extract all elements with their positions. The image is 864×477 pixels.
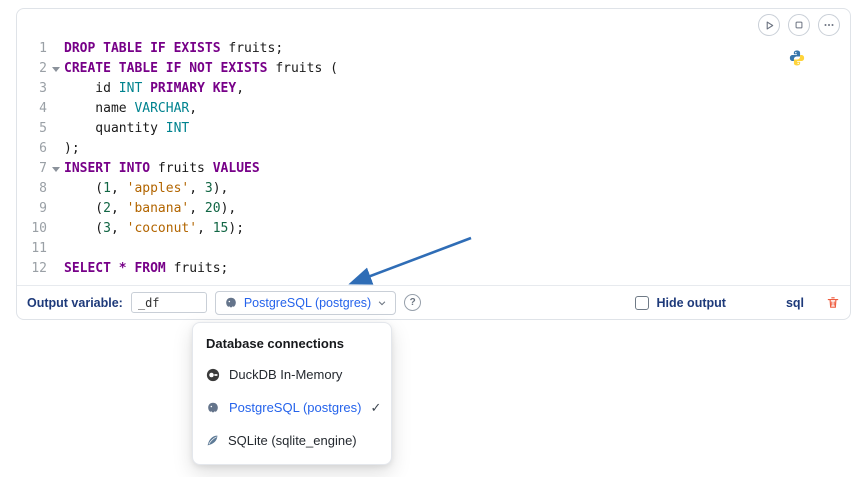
sql-cell: 1 DROP TABLE IF EXISTS fruits; 2 CREATE TAB… [16,8,851,320]
code-line: 8 (1, 'apples', 3), [17,179,850,199]
sqlite-icon [206,434,219,447]
fold-spacer [47,199,64,219]
line-number: 9 [39,201,47,216]
connection-label: PostgreSQL (postgres) [243,295,372,310]
code-line: 12 SELECT * FROM fruits; [17,259,850,279]
postgres-elephant-icon [224,296,238,310]
menu-item-postgresql[interactable]: PostgreSQL (postgres) ✓ [193,391,391,424]
code-line: 4 name VARCHAR, [17,99,850,119]
fold-spacer [47,39,64,59]
ellipsis-icon [823,19,835,31]
connection-dropdown-button[interactable]: PostgreSQL (postgres) [214,290,397,315]
fold-toggle-icon[interactable] [47,159,64,179]
line-number: 11 [31,241,47,256]
hide-output-checkbox[interactable] [634,295,649,310]
menu-item-label: SQLite (sqlite_engine) [228,433,357,448]
stop-icon [794,20,804,30]
help-icon[interactable]: ? [404,294,422,311]
code-line: 2 CREATE TABLE IF NOT EXISTS fruits ( [17,59,850,79]
code-line: 3 id INT PRIMARY KEY, [17,79,850,99]
cell-action-buttons [758,14,840,36]
menu-item-sqlite[interactable]: SQLite (sqlite_engine) [193,424,391,457]
code-text: (3, 'coconut', 15); [64,221,245,236]
code-text: (2, 'banana', 20), [64,201,237,216]
code-line: 9 (2, 'banana', 20), [17,199,850,219]
code-text: CREATE TABLE IF NOT EXISTS fruits ( [64,61,338,76]
line-number: 1 [39,41,47,56]
fold-spacer [47,99,64,119]
code-text: id INT PRIMARY KEY, [64,81,245,96]
line-number: 6 [39,141,47,156]
sql-code-editor[interactable]: 1 DROP TABLE IF EXISTS fruits; 2 CREATE TAB… [17,39,850,279]
menu-item-label: PostgreSQL (postgres) [229,400,362,415]
fold-spacer [47,139,64,159]
line-number: 10 [31,221,47,236]
menu-header: Database connections [206,336,344,351]
output-variable-input[interactable] [130,292,207,313]
trash-icon [826,295,840,310]
fold-spacer [47,79,64,99]
line-number: 3 [39,81,47,96]
menu-item-label: DuckDB In-Memory [229,367,343,382]
chevron-down-icon [377,298,387,308]
code-text: ); [64,141,80,156]
line-number: 5 [39,121,47,136]
stop-cell-button[interactable] [788,14,810,36]
code-text: SELECT * FROM fruits; [64,261,229,276]
database-connections-menu: Database connections DuckDB In-Memory Po… [192,322,392,465]
python-logo-icon[interactable] [788,49,806,67]
code-line: 6); [17,139,850,159]
output-variable-label: Output variable: [27,295,123,310]
line-number: 8 [39,181,47,196]
code-line: 1 DROP TABLE IF EXISTS fruits; [17,39,850,59]
fold-spacer [47,259,64,279]
fold-spacer [47,219,64,239]
hide-output-label: Hide output [656,295,726,310]
language-badge[interactable]: sql [785,295,804,310]
code-lines: 1 DROP TABLE IF EXISTS fruits; 2 CREATE TAB… [17,39,850,279]
code-text: DROP TABLE IF EXISTS fruits; [64,41,284,56]
fold-spacer [47,179,64,199]
fold-spacer [47,239,64,259]
line-number: 12 [31,261,47,276]
menu-item-duckdb[interactable]: DuckDB In-Memory [193,358,391,391]
code-line: 5 quantity INT [17,119,850,139]
duckdb-icon [206,368,220,382]
play-icon [764,20,775,31]
code-text: name VARCHAR, [64,101,198,116]
cell-menu-button[interactable] [818,14,840,36]
code-text: (1, 'apples', 3), [64,181,229,196]
delete-cell-button[interactable] [826,295,840,310]
line-number: 7 [39,161,47,176]
code-line: 10 (3, 'coconut', 15); [17,219,850,239]
postgres-elephant-icon [206,401,220,415]
line-number: 4 [39,101,47,116]
code-text: INSERT INTO fruits VALUES [64,161,260,176]
code-line: 7 INSERT INTO fruits VALUES [17,159,850,179]
code-text: quantity INT [64,121,190,136]
check-icon: ✓ [370,399,382,415]
fold-toggle-icon[interactable] [47,59,64,79]
cell-footer: Output variable: PostgreSQL (postgres) ?… [17,285,850,319]
run-cell-button[interactable] [758,14,780,36]
code-line: 11 [17,239,850,259]
fold-spacer [47,119,64,139]
line-number: 2 [39,61,47,76]
